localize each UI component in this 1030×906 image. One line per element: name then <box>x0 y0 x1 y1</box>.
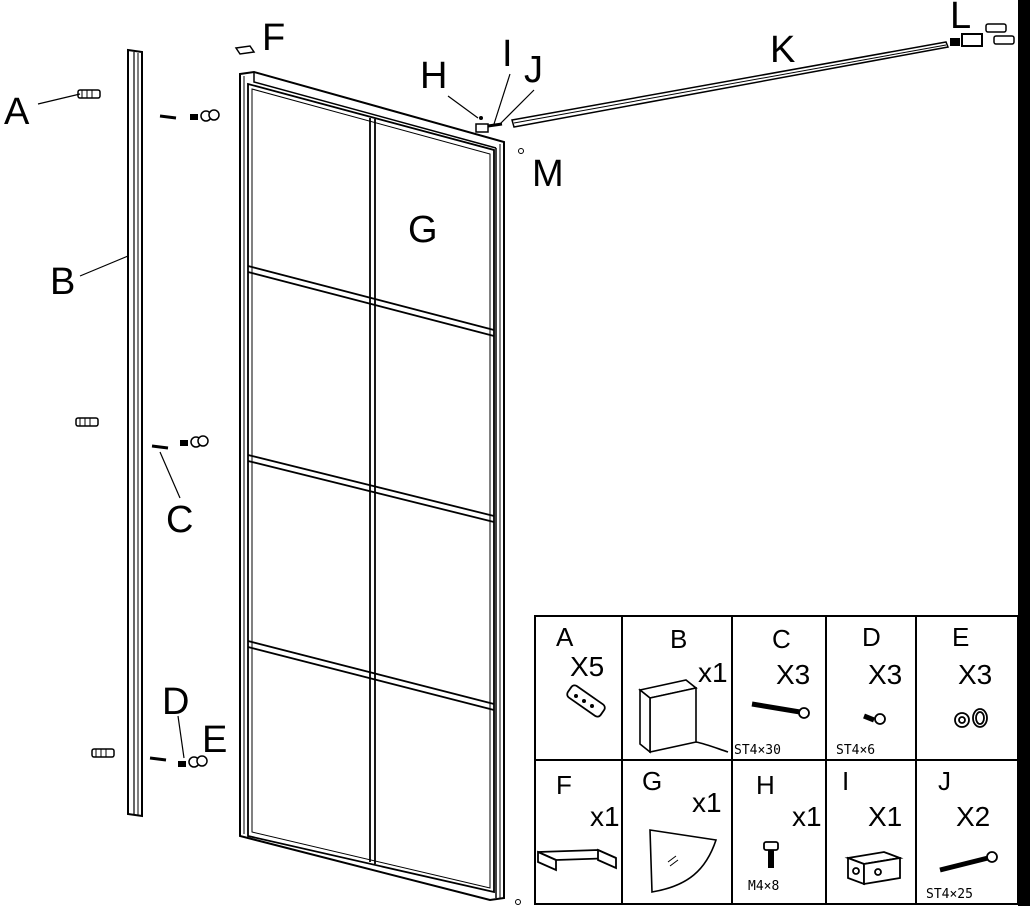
part-spec: M4×8 <box>748 879 779 894</box>
wall-plug-icon <box>566 684 606 718</box>
part-letter: J <box>938 766 951 796</box>
wall-plug-a-3 <box>91 748 115 758</box>
short-screw-icon <box>863 713 886 725</box>
part-cell-j: J X2 ST4×25 <box>926 766 998 902</box>
support-bar-k <box>511 41 950 128</box>
part-letter: D <box>862 622 881 652</box>
callout-b: B <box>50 261 75 303</box>
part-qty: x1 <box>692 787 722 818</box>
fixing-set-middle <box>151 435 209 450</box>
part-letter: I <box>842 766 849 796</box>
part-cell-f: F x1 <box>537 770 620 872</box>
callout-k: K <box>770 29 795 71</box>
hole-m <box>518 148 524 154</box>
part-cell-h: H x1 M4×8 <box>748 770 822 894</box>
part-cell-b: B x1 <box>638 624 729 754</box>
long-screw-icon <box>751 701 810 719</box>
part-spec: ST4×6 <box>836 743 875 758</box>
wall-plug-a-2 <box>75 417 99 427</box>
callout-d: D <box>162 681 189 723</box>
callout-f: F <box>262 17 285 59</box>
wall-profile-b <box>127 48 143 818</box>
part-cell-i: I X1 <box>842 766 904 886</box>
fixing-set-top <box>159 109 220 122</box>
part-letter: F <box>556 770 572 800</box>
connector-block-icon <box>844 851 904 886</box>
parts-table: A X5 B x1 C X3 ST4×30 <box>534 615 1019 905</box>
part-letter: E <box>952 622 969 652</box>
part-cell-c: C X3 ST4×30 <box>734 624 810 758</box>
part-spec: ST4×30 <box>734 743 781 758</box>
callout-c: C <box>166 499 193 541</box>
hole-bottom <box>515 899 521 905</box>
part-cell-e: E X3 <box>952 622 992 728</box>
part-letter: A <box>556 622 574 652</box>
clip-icon <box>537 848 617 872</box>
fixing-set-bottom <box>149 755 208 768</box>
glass-panel-g <box>239 70 505 902</box>
callout-h: H <box>420 55 447 97</box>
bolt-icon <box>763 841 779 868</box>
part-cell-d: D X3 ST4×6 <box>836 622 902 758</box>
part-qty: X2 <box>956 801 990 832</box>
part-spec: ST4×25 <box>926 887 973 902</box>
callout-i: I <box>502 33 513 75</box>
glass-panel-icon <box>649 829 718 893</box>
part-qty: X3 <box>776 659 810 690</box>
callout-l: L <box>950 0 971 37</box>
clip-f <box>234 45 256 55</box>
wall-plug-a-1 <box>77 89 101 99</box>
wall-profile-icon <box>638 679 729 754</box>
callout-m: M <box>532 153 564 195</box>
connector-parts-hij <box>475 116 503 133</box>
callout-e: E <box>202 719 227 761</box>
part-letter: H <box>756 770 775 800</box>
part-letter: B <box>670 624 687 654</box>
callout-a: A <box>4 91 30 133</box>
part-qty: x1 <box>698 657 728 688</box>
page-edge-strip <box>1018 0 1030 906</box>
wall-bracket-l <box>950 23 1015 47</box>
part-qty: x1 <box>590 801 620 832</box>
cap-icon <box>954 708 988 728</box>
part-qty: x1 <box>792 801 822 832</box>
part-qty: X1 <box>868 801 902 832</box>
part-qty: X3 <box>958 659 992 690</box>
callout-g: G <box>408 209 438 251</box>
callout-j: J <box>524 49 543 91</box>
leader-lines <box>37 73 535 759</box>
part-cell-a: A X5 <box>556 622 606 718</box>
part-letter: C <box>772 624 791 654</box>
part-cell-g: G x1 <box>642 766 722 893</box>
self-tapping-screw-icon <box>939 851 998 873</box>
part-qty: X3 <box>868 659 902 690</box>
part-qty: X5 <box>570 651 604 682</box>
part-letter: G <box>642 766 662 796</box>
